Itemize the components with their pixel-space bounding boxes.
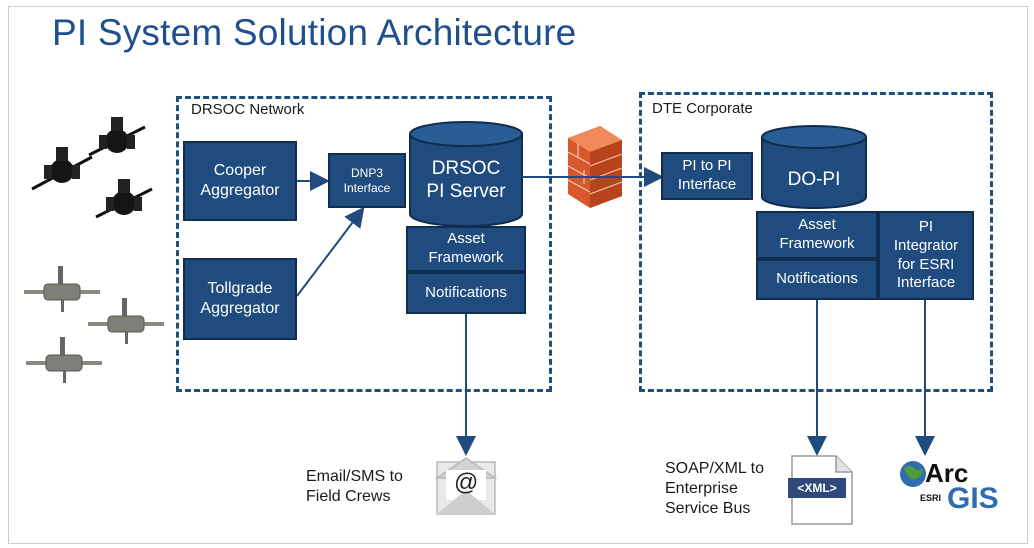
dte-asset-framework-label: Asset Framework	[779, 216, 855, 252]
line-sensor-icon	[24, 266, 100, 312]
drsoc-network-region	[176, 96, 552, 392]
pi-to-pi-interface-box: PI to PI Interface	[661, 152, 753, 200]
pi-integrator-esri-label: PI Integrator for ESRI Interface	[893, 218, 959, 292]
soap-xml-caption: SOAP/XML to Enterprise Service Bus	[665, 460, 764, 517]
arcgis-esri-text: ESRI	[920, 493, 942, 503]
email-envelope-icon	[434, 457, 498, 515]
sensor-device-icon	[31, 147, 93, 191]
email-at-symbol: @	[454, 469, 479, 496]
tollgrade-aggregator-label: Tollgrade Aggregator	[200, 280, 280, 317]
dnp3-interface-box: DNP3 Interface	[328, 153, 406, 208]
line-sensor-icon	[26, 337, 102, 383]
page-title: PI System Solution Architecture	[52, 12, 577, 53]
pi-integrator-esri-box: PI Integrator for ESRI Interface	[878, 211, 974, 300]
email-sms-caption: Email/SMS to Field Crews	[306, 468, 403, 505]
drsoc-pi-server-label: DRSOC PI Server	[426, 158, 506, 202]
sensor-device-icon	[95, 179, 153, 219]
drsoc-pi-server-cylinder	[409, 121, 523, 227]
drsoc-network-label: DRSOC Network	[191, 101, 305, 118]
pi-to-pi-interface-label: PI to PI Interface	[677, 157, 737, 193]
cooper-aggregator-label: Cooper Aggregator	[200, 162, 280, 199]
dte-notifications-box: Notifications	[756, 259, 878, 300]
dte-corporate-label: DTE Corporate	[652, 100, 753, 117]
dte-asset-framework-box: Asset Framework	[756, 211, 878, 259]
drsoc-notifications-box: Notifications	[406, 272, 526, 314]
line-sensor-icon	[88, 298, 164, 344]
do-pi-cylinder	[761, 125, 867, 209]
drsoc-asset-framework-label: Asset Framework	[428, 230, 504, 266]
xml-tag-label: <XML>	[797, 481, 837, 495]
dte-notifications-label: Notifications	[776, 270, 858, 288]
connector-tollgrade-to-dnp3	[296, 206, 365, 297]
cooper-aggregator-box: Cooper Aggregator	[183, 141, 297, 221]
arcgis-arc-text: Arc	[925, 458, 969, 488]
xml-document-icon	[788, 455, 853, 525]
arcgis-gis-text: GIS	[947, 482, 999, 515]
sensor-device-icon	[88, 117, 146, 157]
firewall-icon	[567, 126, 623, 208]
tollgrade-aggregator-box: Tollgrade Aggregator	[183, 258, 297, 340]
do-pi-label: DO-PI	[787, 169, 841, 190]
arcgis-globe-icon	[900, 461, 926, 487]
drsoc-notifications-label: Notifications	[425, 283, 507, 301]
dnp3-interface-label: DNP3 Interface	[343, 165, 391, 195]
drsoc-asset-framework-box: Asset Framework	[406, 226, 526, 272]
